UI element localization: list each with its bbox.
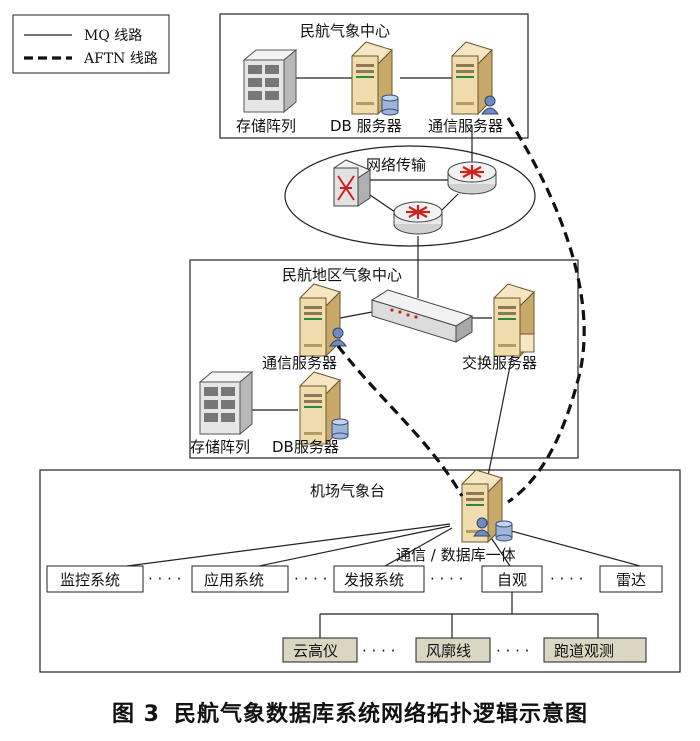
regional-db-label: DB服务器 bbox=[272, 438, 339, 456]
system-label: 自观 bbox=[497, 571, 527, 589]
center-storage-label: 存储阵列 bbox=[236, 117, 296, 135]
meteorological-center: 民航气象中心 存储阵列 DB 服务器 通信服务器 bbox=[219, 13, 529, 139]
center-title: 民航气象中心 bbox=[300, 22, 390, 40]
regional-storage-label: 存储阵列 bbox=[190, 438, 250, 456]
database-icon bbox=[331, 418, 349, 440]
aftn-line-center-to-airport bbox=[506, 117, 586, 504]
figure-number: 图 3 bbox=[112, 702, 160, 727]
aws-box bbox=[481, 565, 543, 593]
regional-comm-label: 通信服务器 bbox=[262, 354, 337, 372]
airport-box bbox=[39, 469, 681, 673]
legend-mq-label: MQ 线路 bbox=[84, 28, 142, 44]
figure-caption: 图 3 民航气象数据库系统网络拓扑逻辑示意图 bbox=[0, 696, 700, 728]
radar-box bbox=[599, 565, 663, 593]
router-icon bbox=[446, 160, 498, 196]
network-ellipse bbox=[284, 145, 536, 247]
ellipsis: · · · · bbox=[496, 642, 529, 660]
network-transmission: 网络传输 bbox=[284, 125, 536, 247]
sensor-label: 云高仪 bbox=[293, 642, 338, 660]
legend: MQ 线路 AFTN 线路 bbox=[12, 14, 170, 74]
integrated-label: 通信 / 数据库一体 bbox=[396, 546, 516, 564]
ellipsis: · · · · bbox=[430, 570, 463, 588]
regional-center: 民航地区气象中心 通信服务器 交换服务器 存储阵列 DB服务器 bbox=[189, 236, 579, 459]
sensor-label: 跑道观测 bbox=[554, 642, 614, 660]
storage-array-icon bbox=[243, 49, 297, 113]
regional-exchange-label: 交换服务器 bbox=[462, 354, 537, 372]
ellipsis: · · · · bbox=[362, 642, 395, 660]
document-icon bbox=[519, 333, 535, 353]
system-label: 雷达 bbox=[616, 571, 646, 589]
report-system-box bbox=[333, 565, 425, 593]
wind-profiler-box bbox=[415, 637, 491, 663]
firewall-icon bbox=[332, 159, 372, 207]
database-icon bbox=[495, 520, 513, 542]
airport-station: 机场气象台 通信 / 数据库一体 监控系统 · · · · 应用系统 · · ·… bbox=[39, 355, 681, 673]
system-label: 发报系统 bbox=[344, 571, 404, 589]
center-box bbox=[219, 13, 529, 139]
ellipsis: · · · · bbox=[294, 570, 327, 588]
database-icon bbox=[381, 94, 399, 116]
switch-icon bbox=[370, 289, 474, 343]
legend-aftn-label: AFTN 线路 bbox=[83, 51, 158, 67]
application-system-box bbox=[191, 565, 289, 593]
aftn-line-regional-to-airport bbox=[336, 345, 464, 497]
storage-array-icon bbox=[199, 371, 253, 435]
regional-title: 民航地区气象中心 bbox=[282, 266, 402, 284]
system-label: 监控系统 bbox=[60, 571, 120, 589]
center-db-label: DB 服务器 bbox=[330, 117, 402, 135]
airport-title: 机场气象台 bbox=[310, 482, 385, 500]
legend-box bbox=[12, 14, 170, 74]
sensor-label: 风廓线 bbox=[426, 642, 471, 660]
ellipsis: · · · · bbox=[550, 570, 583, 588]
ceilometer-box bbox=[282, 637, 358, 663]
regional-box bbox=[189, 259, 579, 459]
ellipsis: · · · · bbox=[148, 570, 181, 588]
runway-observation-box bbox=[543, 637, 647, 663]
network-title: 网络传输 bbox=[366, 156, 426, 174]
system-label: 应用系统 bbox=[204, 571, 264, 589]
router-icon bbox=[392, 200, 444, 236]
figure-title: 民航气象数据库系统网络拓扑逻辑示意图 bbox=[173, 702, 588, 727]
center-comm-label: 通信服务器 bbox=[428, 117, 503, 135]
monitor-system-box bbox=[46, 565, 144, 593]
